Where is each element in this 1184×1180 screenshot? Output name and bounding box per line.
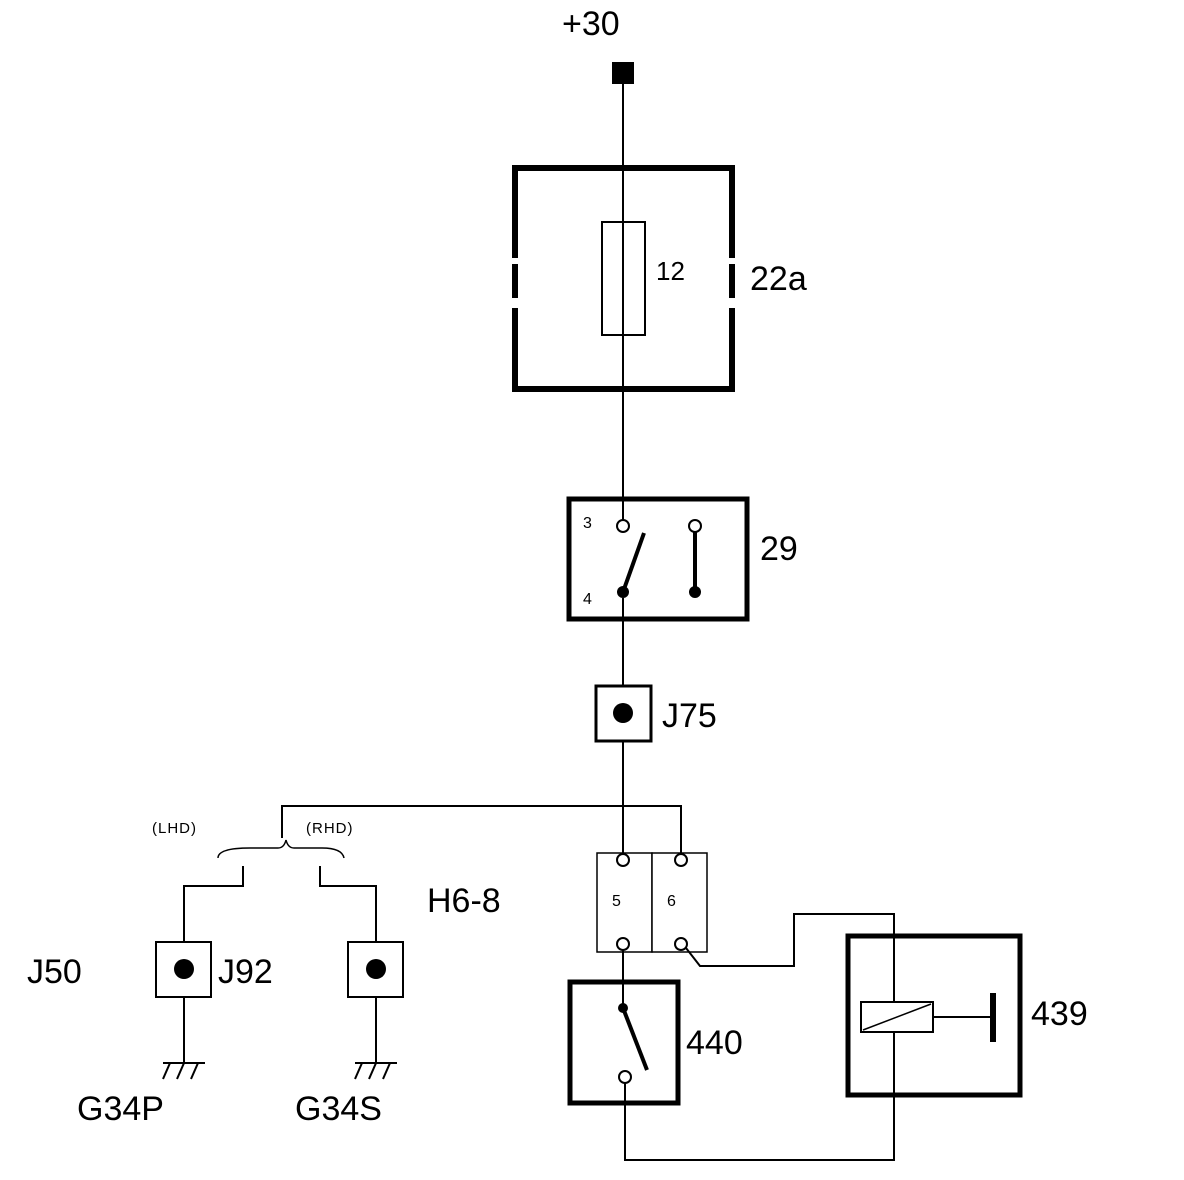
fuse-box-label: 22a <box>750 260 807 298</box>
h6-8-pin-5-top <box>616 853 630 867</box>
fuse-box-22a <box>512 165 735 392</box>
supply-terminal <box>612 62 634 84</box>
switch-29-pin-upper-right <box>688 519 702 533</box>
connector-h6-8-label: H6-8 <box>427 882 501 920</box>
pin-4-label: 4 <box>583 591 592 608</box>
switch-29-box <box>566 496 750 622</box>
switch-440-contact <box>621 1007 649 1071</box>
wire-h6-8-to-439 <box>685 913 895 1002</box>
ground-g34p-label: G34P <box>77 1090 164 1128</box>
h6-8-pin-5-bottom <box>616 937 630 951</box>
pin-3-label: 3 <box>583 515 592 532</box>
supply-label: +30 <box>562 5 620 43</box>
h6-8-pin-6-bottom <box>674 937 688 951</box>
ground-g34p-symbol <box>162 1062 205 1080</box>
junction-j75-label: J75 <box>662 697 717 735</box>
connector-j92-dot <box>174 959 194 979</box>
connector-h6-8-pin-6-cell <box>651 852 708 953</box>
lhd-rhd-brace <box>217 839 345 859</box>
lhd-label: (LHD) <box>152 820 197 837</box>
fuse-number-label: 12 <box>656 256 685 286</box>
relay-439-coil-diagonal <box>862 1003 932 1031</box>
connector-h6-8-pin-5-cell <box>596 852 653 953</box>
pin-5-label: 5 <box>612 893 621 910</box>
relay-439-coil <box>860 1001 934 1033</box>
ground-g34s-label: G34S <box>295 1090 382 1128</box>
switch-29-contact-left <box>621 532 646 593</box>
rhd-label: (RHD) <box>306 820 354 837</box>
relay-439-label: 439 <box>1031 995 1088 1033</box>
switch-29-label: 29 <box>760 530 798 568</box>
junction-j75-dot <box>613 703 633 723</box>
junction-j75-box <box>594 684 653 743</box>
ground-g34s-symbol <box>354 1062 397 1080</box>
pin-6-label: 6 <box>667 893 676 910</box>
connector-j50-label: J50 <box>27 953 82 991</box>
switch-440-pin-bottom <box>618 1070 632 1084</box>
switch-29-pin-3 <box>616 519 630 533</box>
connector-rhd-dot <box>366 959 386 979</box>
relay-439-box <box>845 933 1023 1098</box>
h6-8-pin-6-top <box>674 853 688 867</box>
connector-j92-label: J92 <box>218 953 273 991</box>
switch-440-label: 440 <box>686 1024 743 1062</box>
